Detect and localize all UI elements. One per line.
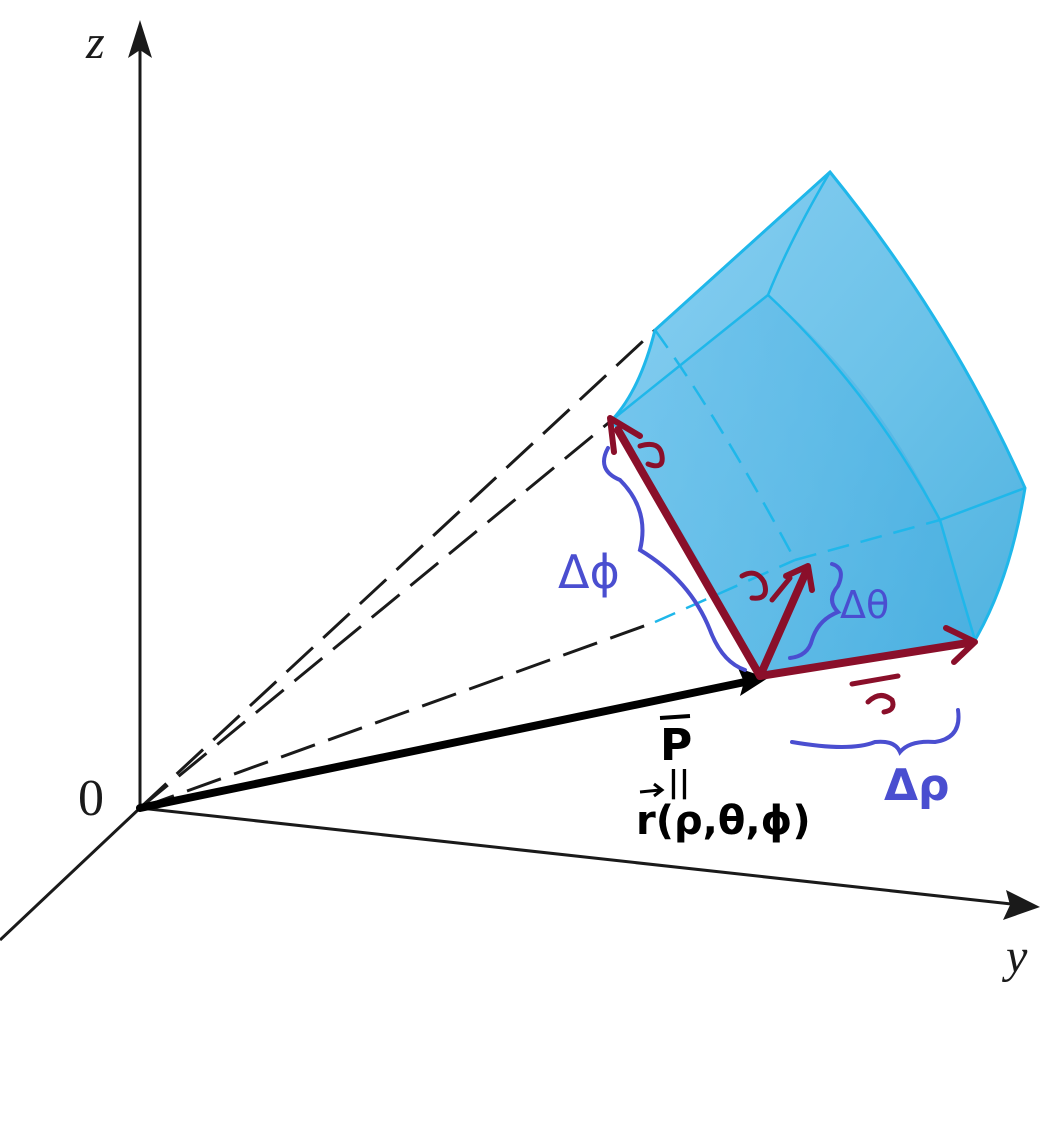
x-axis (0, 806, 142, 942)
origin-label: 0 (78, 770, 104, 827)
phi-hat-mark (637, 441, 665, 469)
delta-theta-label: Δθ (840, 583, 889, 627)
theta-hat-mark (739, 570, 793, 603)
axes (0, 20, 1040, 942)
equals-mark: || (668, 765, 690, 800)
blue-braces (602, 446, 961, 756)
delta-rho-brace (790, 708, 961, 756)
red-vectors (607, 415, 978, 715)
rho-direction-vector (756, 639, 972, 680)
rho-arrowhead (943, 625, 978, 665)
position-vector (136, 668, 768, 812)
delta-phi-label: Δϕ (558, 545, 620, 599)
delta-phi-brace (602, 446, 747, 672)
z-axis-label: z (85, 16, 105, 69)
volume-element-solid (610, 169, 1027, 678)
phi-arrowhead (607, 415, 643, 455)
r-vector-arrow (639, 782, 665, 798)
dashed-rays (138, 328, 657, 810)
p-vector-label: P (660, 720, 692, 771)
solid-front-face (612, 295, 975, 676)
y-axis (139, 806, 1021, 907)
theta-direction-vector (756, 568, 810, 680)
z-axis-arrowhead (128, 20, 152, 58)
delta-rho-label: Δρ (884, 760, 950, 811)
r-expression-label: r(ρ,θ,ϕ) (636, 798, 811, 844)
phi-direction-vector (614, 426, 764, 680)
rho-hat-mark (849, 673, 901, 715)
y-axis-arrowhead (1003, 890, 1040, 920)
delta-theta-brace (788, 562, 843, 660)
theta-arrowhead (783, 563, 815, 593)
p-overline (659, 714, 691, 720)
y-axis-label: y (1001, 930, 1028, 983)
